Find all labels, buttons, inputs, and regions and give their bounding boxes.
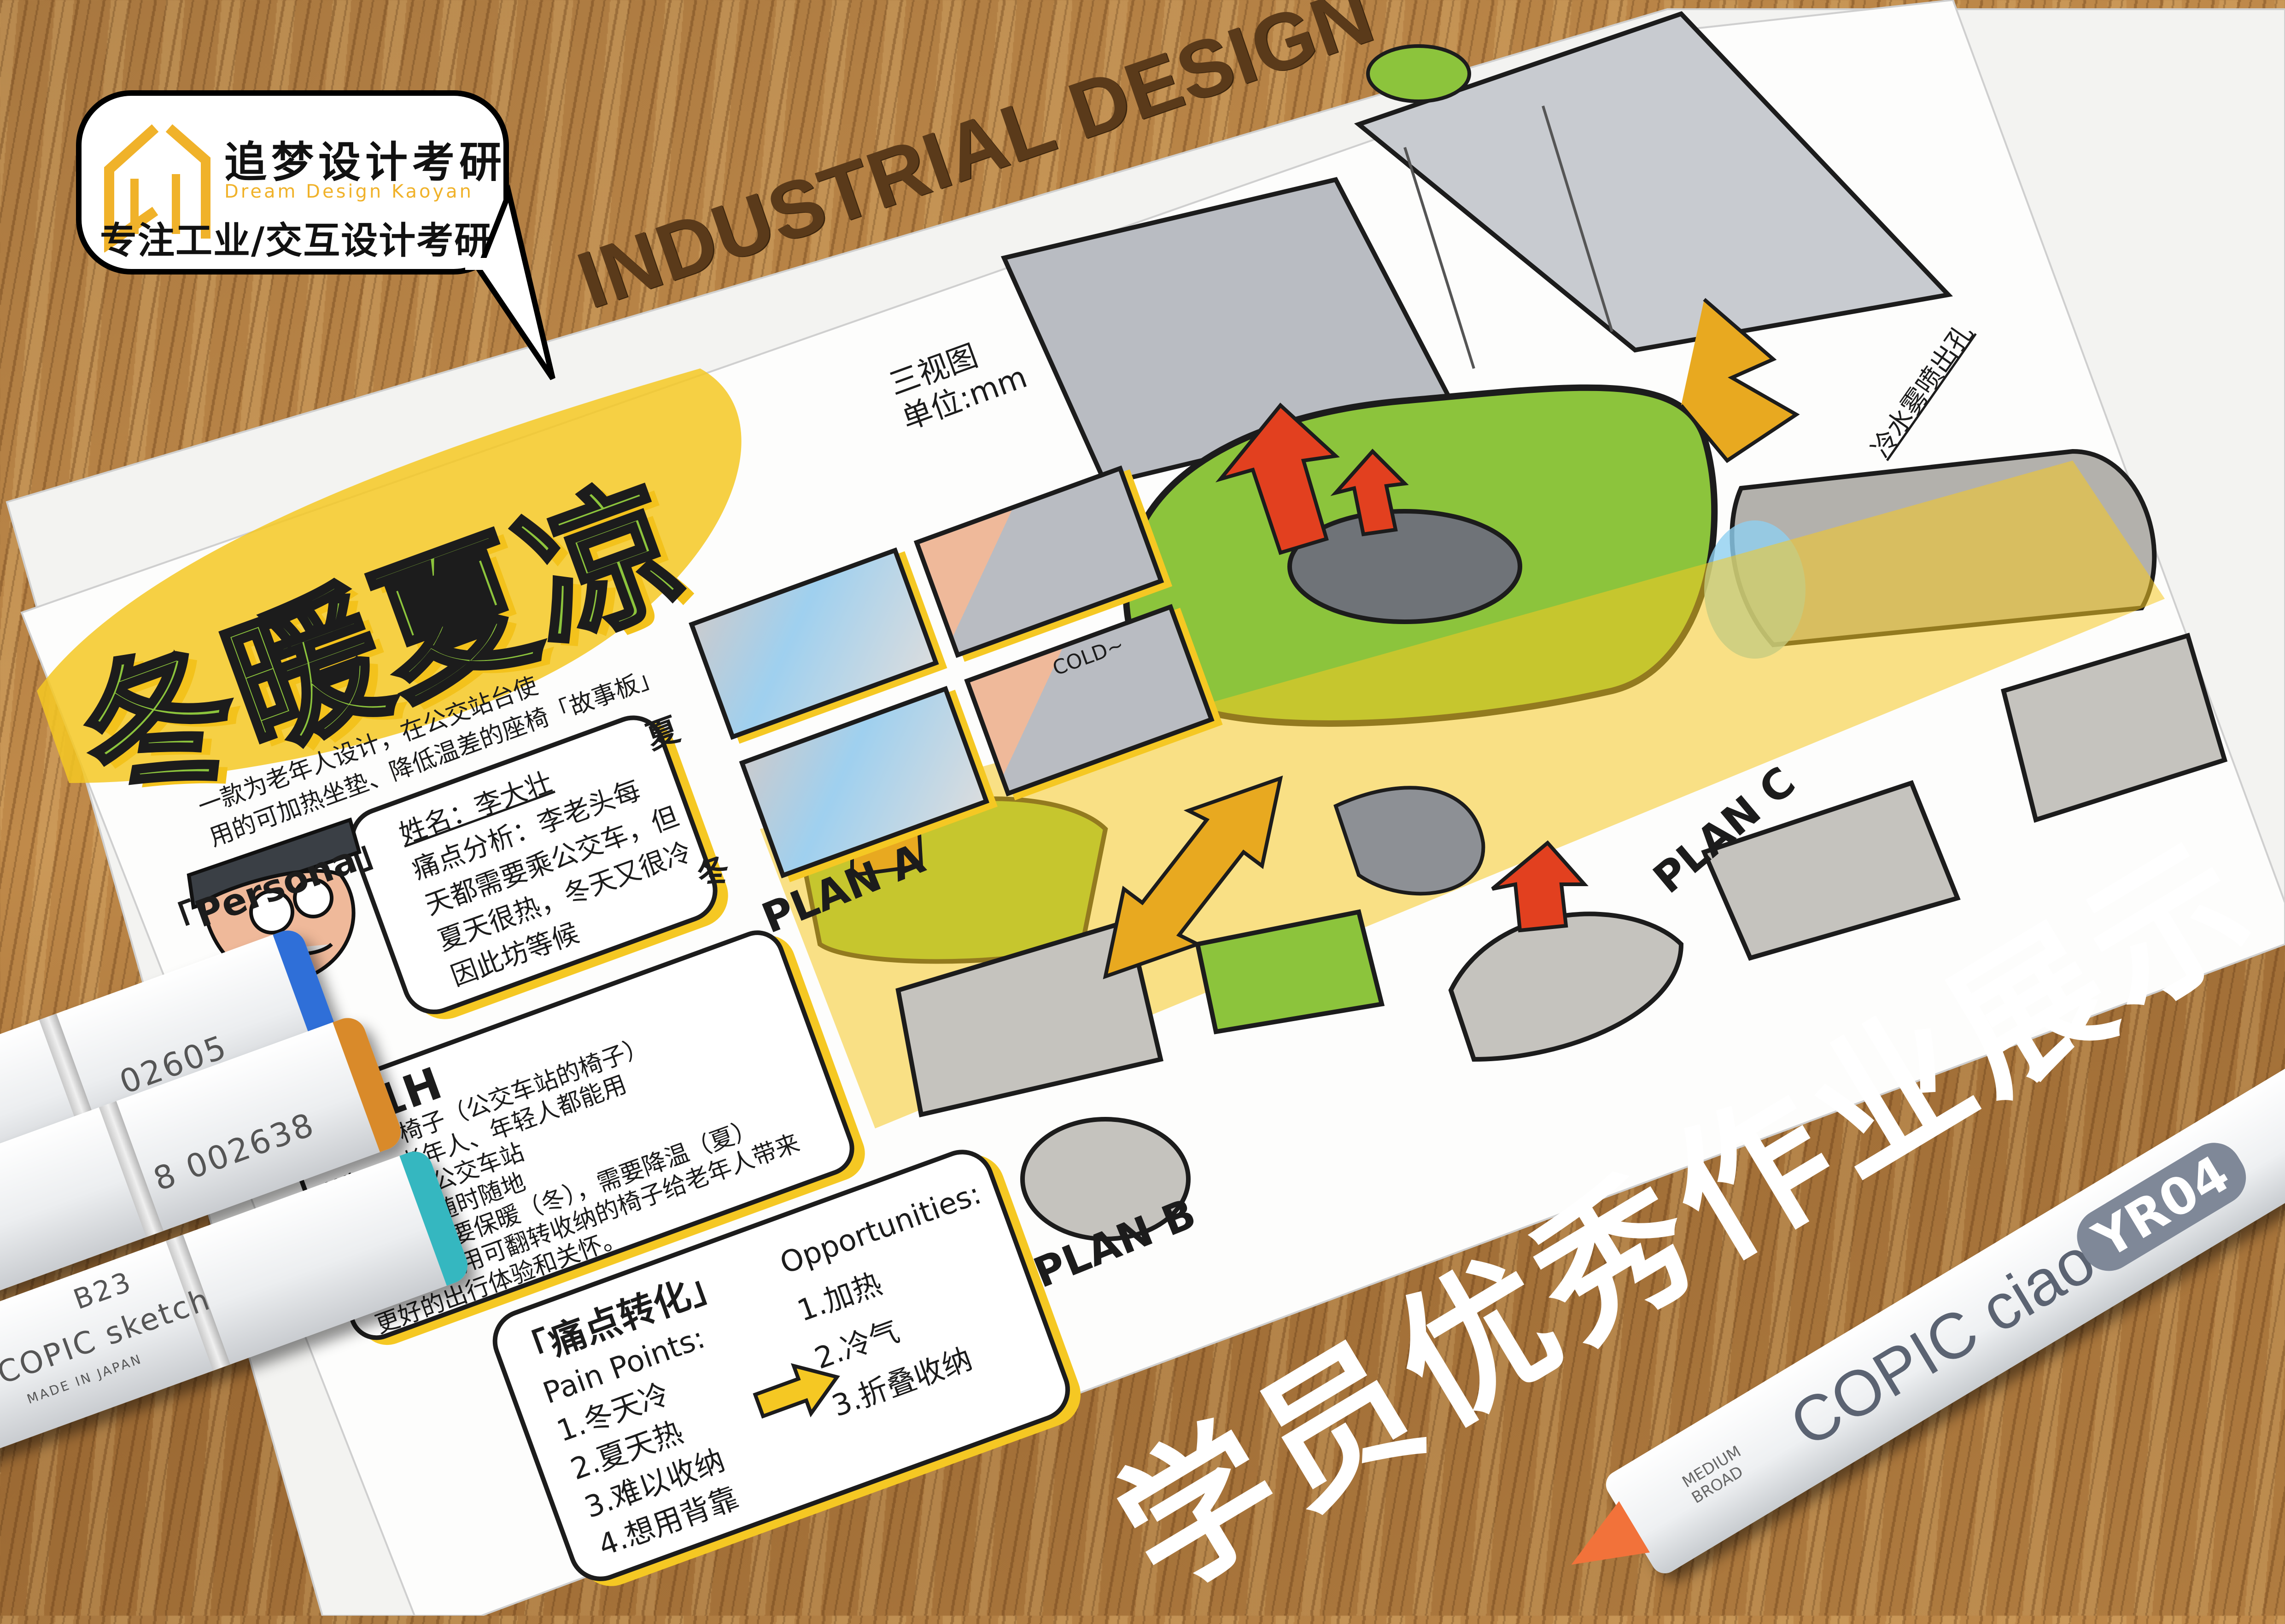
pain-points-card: 「痛点转化」 Pain Points: 1.冬天冷 2.夏天热 3.难以收纳 4… (484, 1140, 1079, 1590)
yellow-arrow-decor (1679, 298, 1800, 463)
red-arrow-plan-c (1491, 840, 1589, 933)
gray-bag-sketch (1333, 786, 1485, 896)
plan-b-round-seat (1020, 1117, 1191, 1241)
bus-stop-roof-sketch (1354, 11, 1953, 353)
nib-size-label: MEDIUM BROAD (1679, 1442, 1747, 1507)
plan-c-seat (1701, 780, 1961, 961)
red-heat-arrow (1215, 403, 1340, 555)
dream-design-logo-icon (104, 124, 210, 252)
folded-seat-green (1195, 909, 1385, 1034)
round-seat-right (1448, 911, 1684, 1062)
seat-center-disc (1287, 509, 1522, 624)
title-highlight-blob (37, 368, 742, 783)
arrow-right-icon (753, 1363, 840, 1419)
shelter-line (1542, 105, 1613, 332)
logo-tagline: 专注工业/交互设计考研 (100, 219, 492, 262)
logo-speech-bubble: 追梦设计考研 Dream Design Kaoyan 专注工业/交互设计考研 (76, 90, 509, 275)
orange-double-arrow (1103, 775, 1283, 980)
logo-name-en: Dream Design Kaoyan (224, 181, 474, 202)
logo-name-cn: 追梦设计考研 (224, 138, 507, 187)
cold-label: COLD~ (1049, 633, 1128, 681)
shelter-line (1403, 147, 1475, 369)
plan-b-seat (895, 918, 1164, 1118)
plan-c-seat-2 (2000, 632, 2228, 823)
marker-color-code: B23 (69, 1265, 137, 1316)
green-accent (1366, 44, 1471, 103)
red-heat-arrow-small (1330, 449, 1409, 537)
